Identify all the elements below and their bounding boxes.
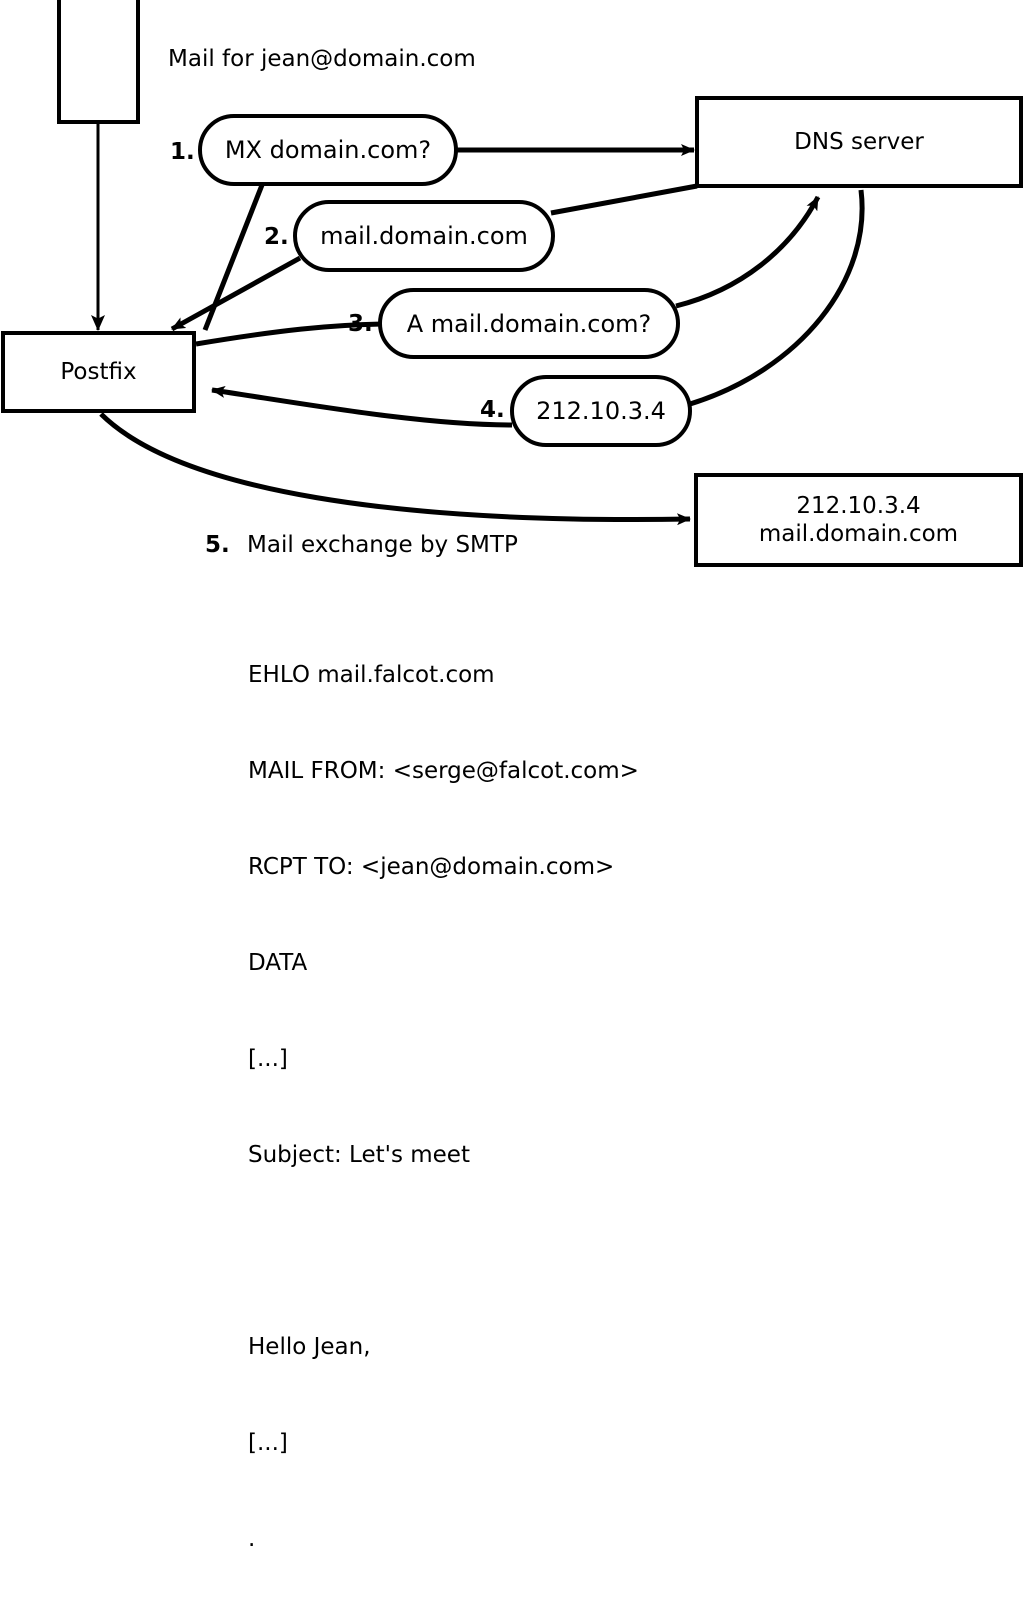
step-2-bubble: mail.domain.com — [293, 200, 555, 272]
client-box — [57, 0, 140, 124]
postfix-label: Postfix — [60, 358, 137, 385]
transcript-line: RCPT TO: <jean@domain.com> — [248, 854, 615, 880]
step-4-bubble: 212.10.3.4 — [510, 375, 692, 447]
transcript-line: MAIL FROM: <serge@falcot.com> — [248, 758, 639, 784]
step-5-number: 5. — [205, 532, 230, 558]
connector-dns-to-bubble4 — [689, 189, 865, 407]
step-4-number: 4. — [480, 397, 505, 423]
step-3-number: 3. — [348, 311, 373, 337]
postfix-box: Postfix — [1, 331, 196, 413]
transcript-line: DATA — [248, 950, 308, 976]
smtp-transcript: EHLO mail.falcot.com MAIL FROM: <serge@f… — [248, 595, 639, 1619]
transcript-line: Subject: Let's meet — [248, 1142, 470, 1168]
transcript-line: . — [248, 1526, 256, 1552]
dns-server-label: DNS server — [794, 128, 924, 155]
transcript-line: Hello Jean, — [248, 1334, 371, 1360]
connector-dns-to-bubble2 — [550, 183, 698, 216]
connector-bubble4-to-postfix — [211, 385, 513, 428]
dns-server-box: DNS server — [695, 96, 1023, 188]
remote-mx-hostname: mail.domain.com — [758, 521, 959, 547]
remote-mx-box: 212.10.3.4 mail.domain.com — [694, 473, 1023, 567]
transcript-blank-line — [248, 1235, 639, 1267]
transcript-line: [...] — [248, 1430, 288, 1456]
connector-layer — [91, 124, 865, 526]
connector-postfix-to-bubble3 — [195, 321, 383, 347]
step-5-label: Mail exchange by SMTP — [247, 532, 518, 558]
diagram-canvas: Mail for jean@domain.com Postfix DNS ser… — [0, 0, 1024, 1552]
step-1-bubble: MX domain.com? — [198, 114, 458, 186]
step-1-number: 1. — [170, 139, 195, 165]
transcript-line: [...] — [248, 1046, 288, 1072]
connector-bubble2-to-postfix — [170, 255, 302, 332]
mail-for-caption: Mail for jean@domain.com — [168, 46, 476, 72]
step-3-bubble: A mail.domain.com? — [378, 288, 680, 359]
connector-postfix-to-remote-smtp — [99, 412, 691, 526]
connector-bubble3-to-dns — [675, 195, 821, 309]
transcript-line: EHLO mail.falcot.com — [248, 662, 495, 688]
step-2-number: 2. — [264, 224, 289, 250]
remote-mx-ip: 212.10.3.4 — [796, 492, 921, 519]
